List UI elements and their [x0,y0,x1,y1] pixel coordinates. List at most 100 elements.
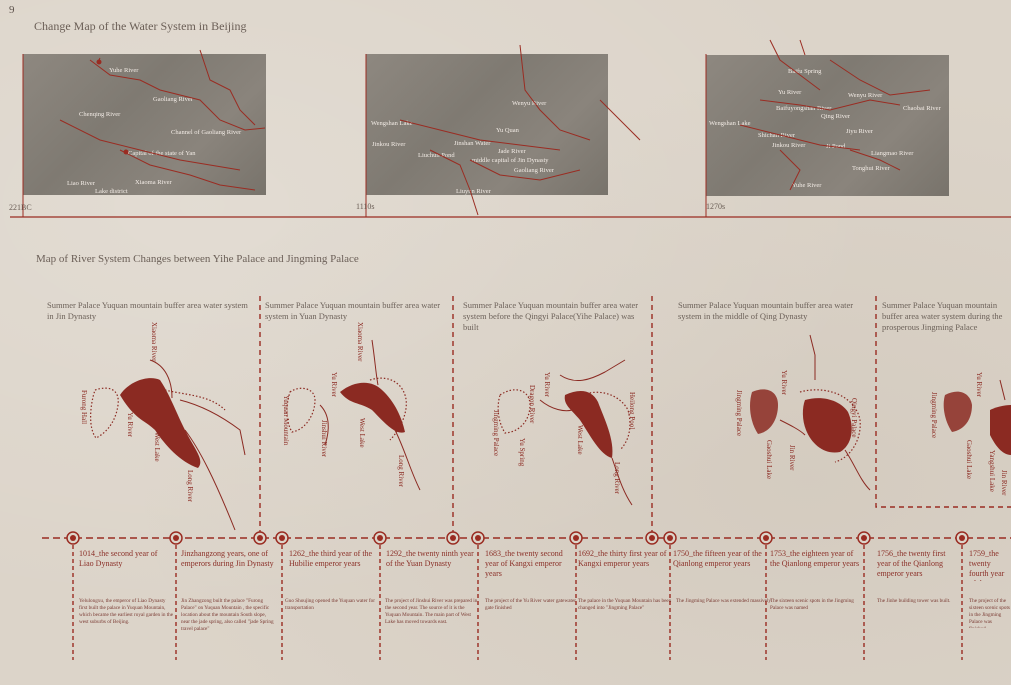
map-label: Jinkou River [372,141,406,148]
map-label: middle capital of Jin Dynasty [472,157,549,164]
map-label: Wenyu River [512,100,547,107]
map-label: Gaoliang River [153,96,193,103]
panel-4-diagram [750,334,871,491]
era-label: 221BC [9,203,32,212]
event-title: 1750_the fifteen year of the Qianlong em… [673,549,762,568]
panel-label: West Lake [358,418,366,448]
panel-label: Qingyi Palace [850,398,858,438]
panel-label: Jin River [788,445,796,471]
map-label: Yuhe River [109,67,139,74]
map-label: Liangmao River [871,150,914,157]
panel-label: Jingming Palace [930,392,938,439]
map-label: Wenyu River [848,92,883,99]
panel-label: Yu River [126,412,134,438]
map-1110s: Wenyu River Wengshan Lake Yu Quan Jinkou… [366,54,608,195]
map-label: Tonghui River [852,165,890,172]
map-label: Capital of the state of Yan [128,150,196,157]
event-desc: The palace in the Yuquan Mountain has be… [578,598,672,611]
panel-label: West Lake [153,432,161,462]
map-label: Liuchun Pond [418,152,455,159]
map-label: Gaoliang River [514,167,554,174]
panel-title-prosperous: Summer Palace Yuquan mountain buffer are… [882,300,1003,332]
event-desc: The Jinhe building tower was built. [877,598,951,604]
panel-label: Yu Spring [518,438,526,467]
map-label: Yu River [778,89,802,96]
event-title: 1292_the twenty ninth year of the Yuan D… [386,549,474,568]
map-label: Chaobai River [903,105,941,112]
event-title: 1014_the second year of Liao Dynasty [79,549,158,568]
panel-label: Long River [613,462,621,495]
capital-marker-icon [123,149,129,155]
panel-label: Gaoshui Lake [965,440,973,480]
event-title: 1262_the third year of the Hubilie emper… [289,549,373,568]
map-label: Baifuyongshan River [776,105,832,112]
panel-label: Yangshui Lake [988,450,996,492]
event-desc: Guo Shoujing opened the Yuquan water for… [285,598,375,611]
map-label: Liao River [67,180,95,187]
map-label: Shichan River [758,132,796,139]
event-desc: The project of the Yu River water gatewa… [485,598,576,611]
timeline-nodes [66,531,969,545]
map-label: Jinshan Water [454,140,491,147]
map-label: Jinkou River [772,142,806,149]
panel-dividers [259,296,1011,536]
panel-label: Xiaoma River [356,322,364,362]
map-label: Channel of Gaoliang River [171,129,242,136]
page-number: 9 [9,4,15,16]
panel-label: Heilong Pool [628,392,636,430]
event-desc: Jin Zhangzong built the palace "Furong P… [181,598,274,632]
map-label: Yuhe River [792,182,822,189]
event-title: 1753_the eighteen year of the Qianlong e… [770,549,860,568]
era-label: 1110s [356,202,375,211]
map-221bc: Yuhe River Gaoliang River Chenqing River… [23,54,266,195]
era-label: 1270s [706,202,726,211]
panel-label: Yu River [330,372,338,398]
map-label: Baifu Spring [788,68,822,75]
event-desc: The sixteen scenic spots in the Jingming… [770,598,854,611]
panel-5-diagram [943,379,1011,455]
event-desc: Yelulongxu, the emperor of Liao Dynasty … [79,598,174,625]
map-label: Wengshan Lake [371,120,413,127]
panel-title-jin: Summer Palace Yuquan mountain buffer are… [47,300,248,321]
event-desc: The Jingming Palace was extended massive… [676,598,771,604]
map-label: Qing River [821,113,851,120]
panel-label: Long River [186,470,194,503]
panel-label: Jingming Palace [492,410,500,457]
panel-label: Xiaoma River [150,322,158,362]
capital-marker-icon [96,59,102,65]
panel-label: Jingming Palace [735,390,743,437]
panel-label: West Lake [576,425,584,455]
map-label: Yu Quan [496,127,519,134]
panel-label: Yu River [543,372,551,398]
panel-label: Furong Hall [80,390,88,425]
panel-label: Gaoshui Lake [765,440,773,480]
panel-1-diagram [90,359,246,531]
map-1270s: Baifu Spring Yu River Wenyu River Baifuy… [706,55,949,196]
map-label: Jade River [498,148,526,155]
event-title: 1756_the twenty first year of the Qianlo… [877,549,946,578]
panel-label: Yuquan Mountain [282,395,290,446]
panel-label: Jin River [1000,470,1008,496]
panel-label: Long River [397,455,405,488]
panel-2-diagram [286,339,421,491]
event-ticks [72,538,963,660]
section-title-river-change: Map of River System Changes between Yihe… [36,253,359,265]
map-label: Liuyun River [456,188,491,195]
event-desc: The project of Jinshui River was prepare… [385,598,478,625]
event-title: 1683_the twenty second year of Kangxi em… [485,549,563,578]
panel-label: Jinshui River [320,420,328,458]
event-title: 1692_the thirty first year of Kangxi emp… [578,549,667,568]
map-label: Chenqing River [79,111,121,118]
panel-label: Yu River [975,372,983,398]
event-title: Jinzhangzong years, one of emperors duri… [181,549,274,568]
panel-title-yuan: Summer Palace Yuquan mountain buffer are… [265,300,441,321]
panel-title-mid-qing: Summer Palace Yuquan mountain buffer are… [678,300,854,321]
panel-title-before-qingyi: Summer Palace Yuquan mountain buffer are… [463,300,639,332]
map-label: Xiaoma River [135,179,172,186]
panel-3-diagram [497,359,633,506]
map-label: Wengshan Lake [709,120,751,127]
map-rivers [59,39,931,216]
event-desc: The project of the sixteen scenic spots … [969,598,1010,628]
map-label: Jiyu River [846,128,873,135]
